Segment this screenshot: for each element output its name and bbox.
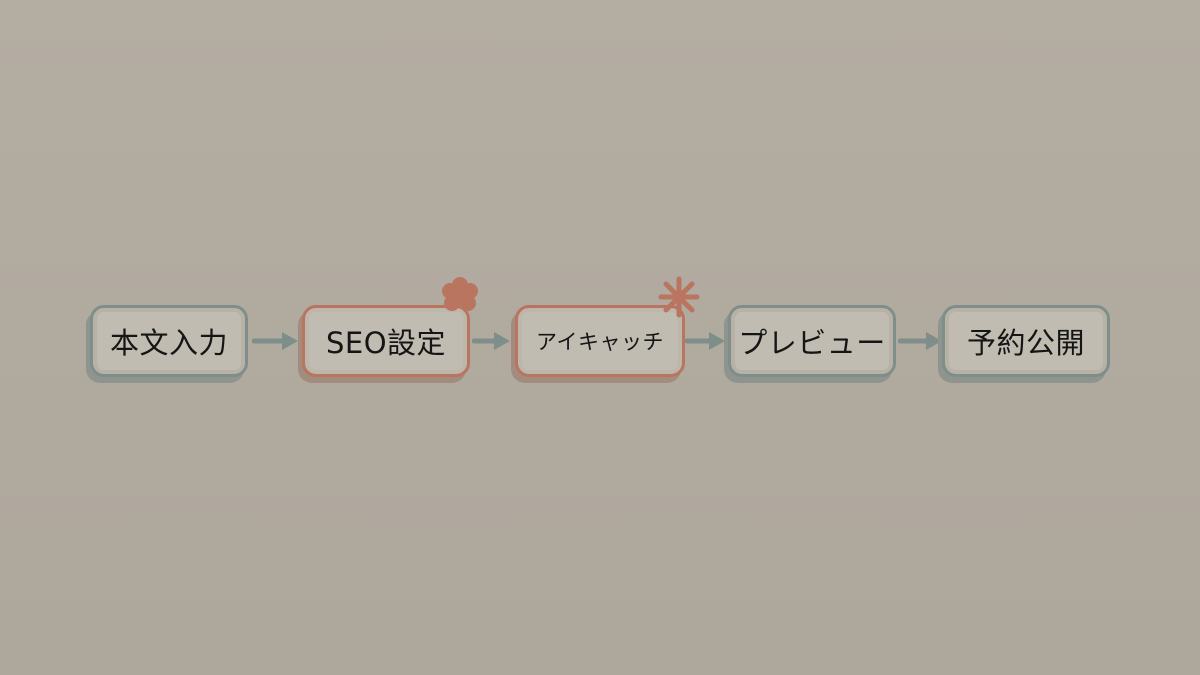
step-preview: プレビュー	[728, 305, 896, 377]
step-label: 予約公開	[966, 326, 1085, 360]
arrow-right-icon	[898, 331, 944, 351]
step-label: アイキャッチ	[536, 330, 664, 354]
step-honbun-nyuryoku: 本文入力	[90, 305, 248, 377]
step-eyecatch: アイキャッチ	[515, 305, 685, 377]
arrow-right-icon	[252, 331, 300, 351]
arrow-right-icon	[472, 331, 512, 351]
arrow-right-icon	[685, 331, 727, 351]
asterisk-badge-icon	[658, 276, 700, 318]
step-seo-settei: SEO設定	[302, 305, 470, 377]
step-label: SEO設定	[325, 326, 447, 360]
flower-badge-icon	[440, 276, 480, 316]
step-yoyaku-kokai: 予約公開	[942, 305, 1110, 377]
step-label: 本文入力	[109, 326, 228, 360]
step-label: プレビュー	[738, 326, 886, 360]
